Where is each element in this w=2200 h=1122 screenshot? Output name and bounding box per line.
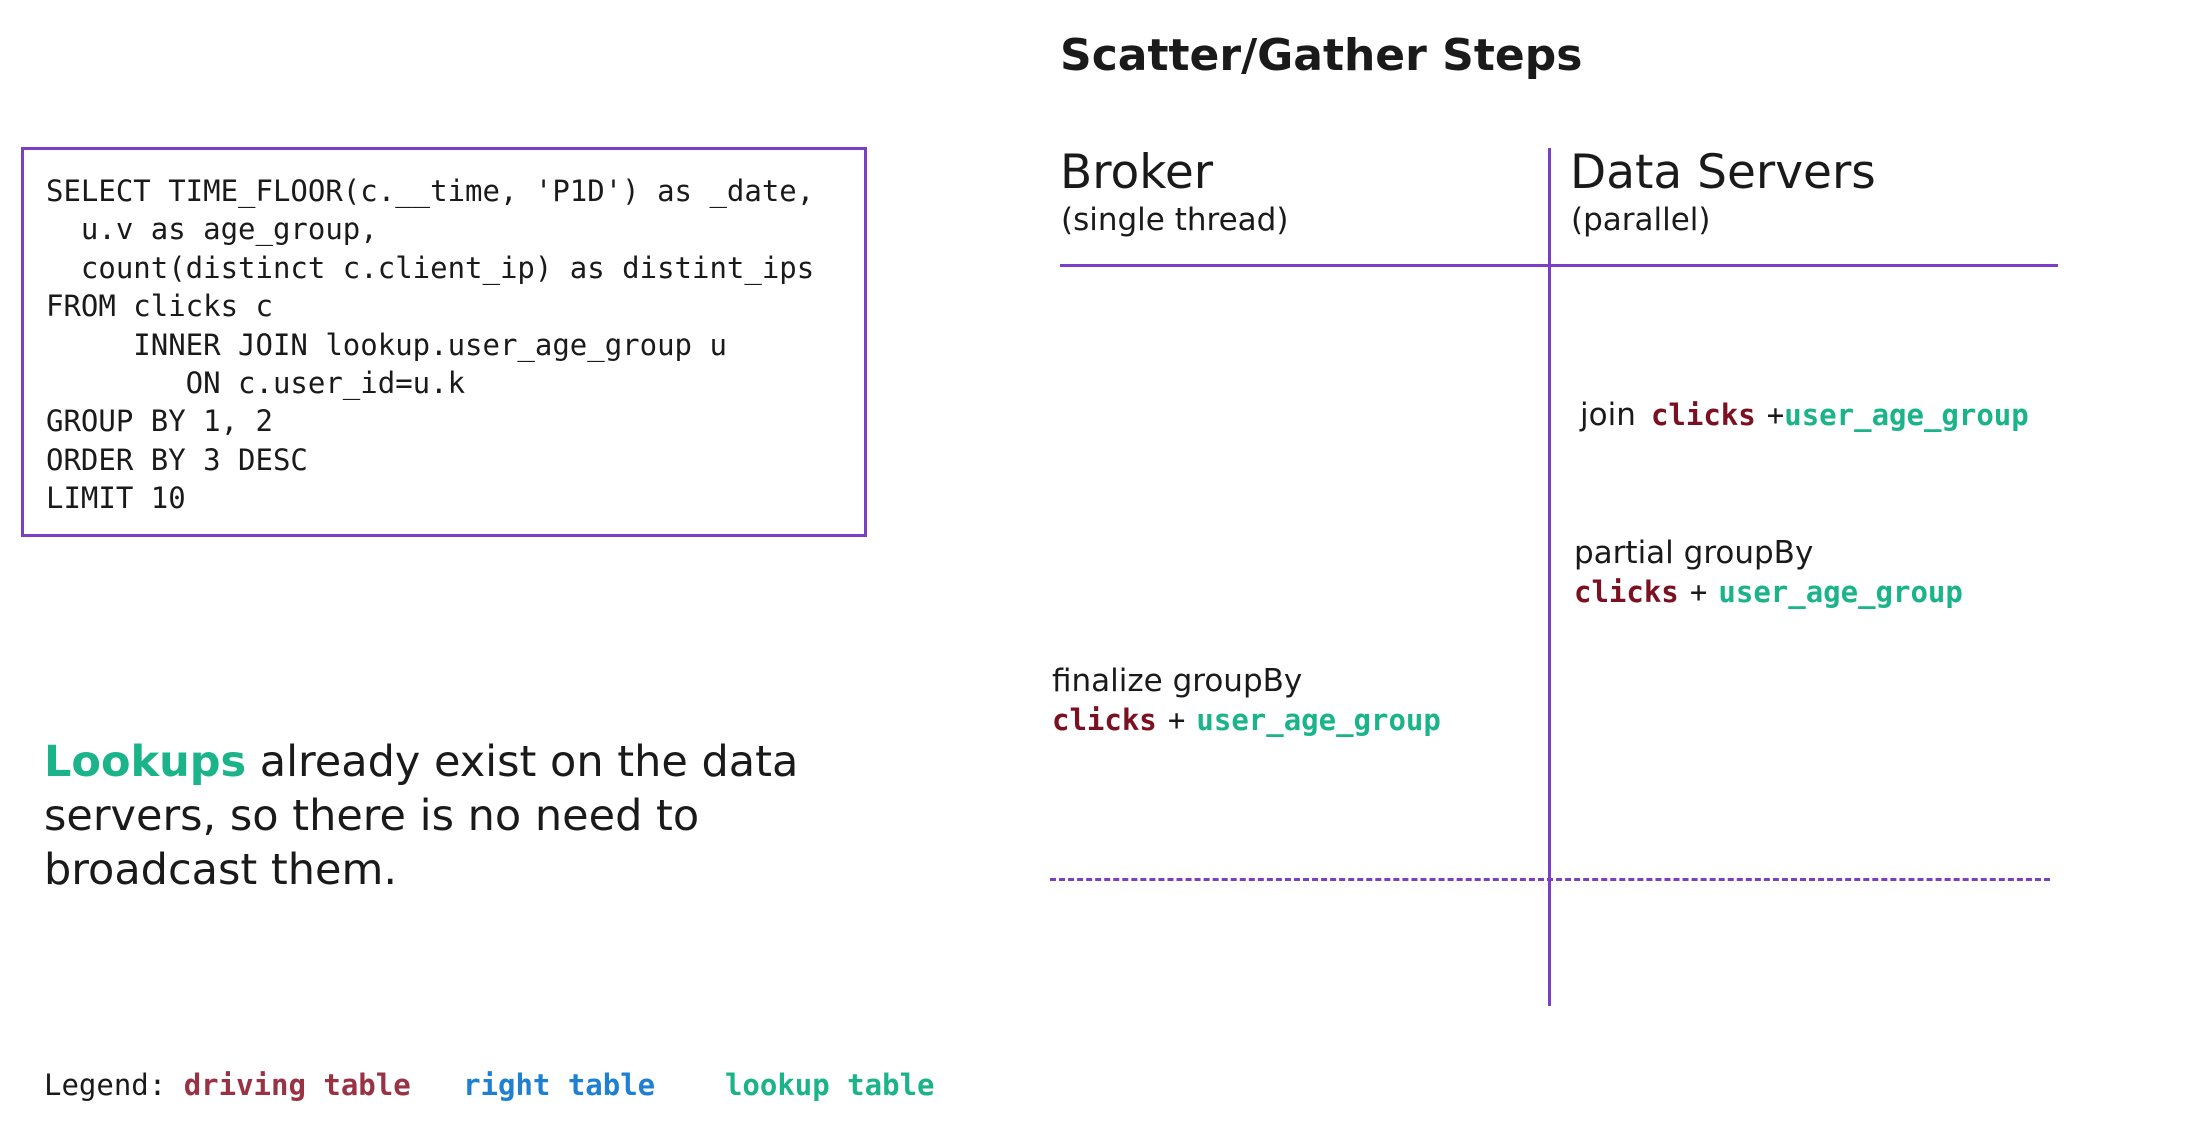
sql-line: u.v as age_group, <box>46 212 378 247</box>
step-partial: clicks + user_age_group <box>1574 575 1963 609</box>
legend: Legend: driving table right table lookup… <box>44 1068 934 1102</box>
data-servers-column-title: Data Servers <box>1570 145 1876 200</box>
sql-line: FROM clicks c <box>46 289 273 324</box>
step-join-lookup: user_age_group <box>1784 398 2029 432</box>
step-partial-driving: clicks <box>1574 575 1679 609</box>
lookup-note-text: already exist on the data servers, so th… <box>44 737 799 895</box>
broker-column-subtitle: (single thread) <box>1061 202 1289 238</box>
step-partial-lookup: user_age_group <box>1718 575 1963 609</box>
step-finalize-label: finalize groupBy <box>1052 663 1303 699</box>
sql-query-box: SELECT TIME_FLOOR(c.__time, 'P1D') as _d… <box>21 147 867 537</box>
diagram-title: Scatter/Gather Steps <box>1060 30 1583 81</box>
dashed-separator-line <box>1050 878 2050 881</box>
sql-line: count(distinct c.client_ip) as distint_i… <box>46 250 815 285</box>
legend-driving-table: driving table <box>183 1068 411 1102</box>
step-join: join clicks +user_age_group <box>1580 397 2029 433</box>
step-finalize-driving: clicks <box>1052 703 1157 737</box>
sql-line: ORDER BY 3 DESC <box>46 442 308 477</box>
step-partial-plus: + <box>1689 575 1708 609</box>
legend-right-table: right table <box>463 1068 656 1102</box>
step-join-plus: + <box>1766 398 1785 432</box>
sql-line: SELECT TIME_FLOOR(c.__time, 'P1D') as _d… <box>46 174 815 208</box>
step-finalize-plus: + <box>1167 703 1186 737</box>
lookup-note: Lookups already exist on the data server… <box>44 735 924 897</box>
data-servers-column-subtitle: (parallel) <box>1571 202 1711 238</box>
sql-line: GROUP BY 1, 2 <box>46 404 273 439</box>
step-finalize-lookup: user_age_group <box>1196 703 1441 737</box>
legend-label: Legend: <box>44 1068 184 1102</box>
column-divider-line <box>1548 148 1551 1006</box>
lookups-highlight: Lookups <box>44 737 247 787</box>
broker-column-title: Broker <box>1060 145 1214 200</box>
legend-lookup-table: lookup table <box>724 1068 935 1102</box>
sql-line: LIMIT 10 <box>46 481 186 516</box>
sql-line: INNER JOIN lookup.user_age_group u <box>46 327 727 362</box>
step-join-label: join <box>1580 397 1636 433</box>
step-partial-label: partial groupBy <box>1574 535 1814 571</box>
step-join-driving: clicks <box>1650 398 1756 432</box>
header-divider-line <box>1060 264 2058 267</box>
step-finalize: clicks + user_age_group <box>1052 703 1441 737</box>
sql-line: ON c.user_id=u.k <box>46 366 466 401</box>
sql-code: SELECT TIME_FLOOR(c.__time, 'P1D') as _d… <box>46 172 814 518</box>
